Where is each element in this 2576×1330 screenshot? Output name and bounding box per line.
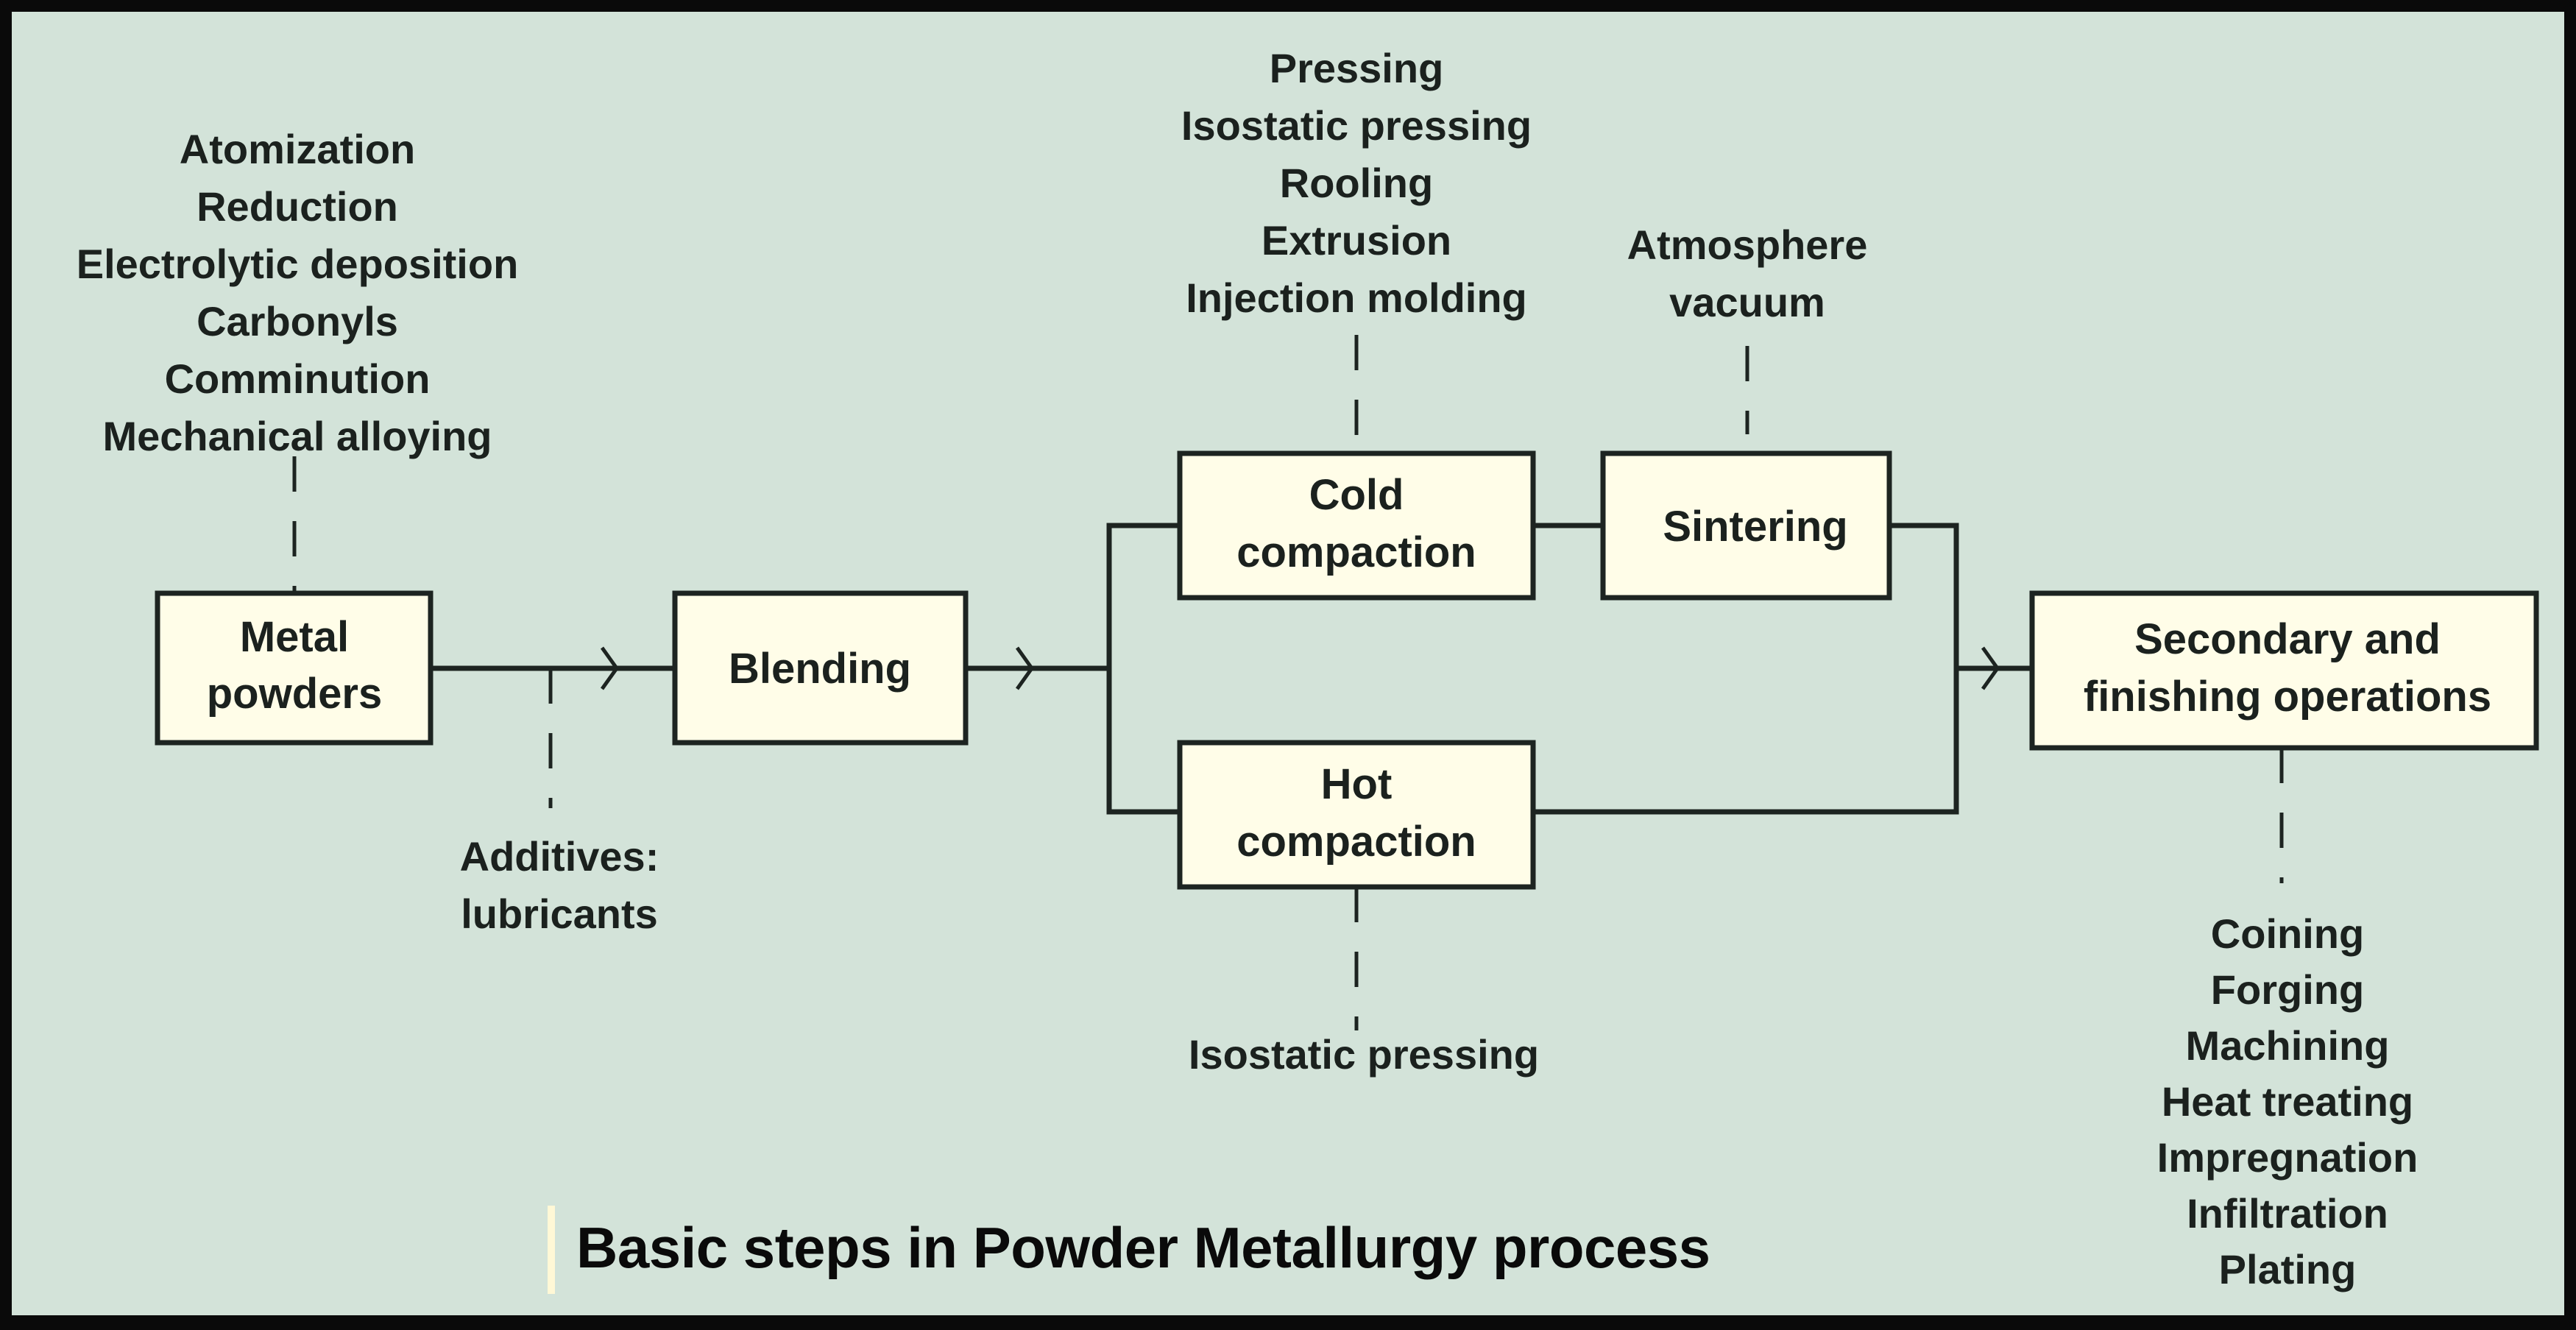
annotation-leaders — [292, 335, 2284, 1030]
title-accent-bar — [548, 1206, 555, 1294]
annotation-line: Forging — [2211, 966, 2364, 1013]
chevron-right-icon — [1981, 646, 2000, 690]
node-secondary-finishing: Secondary and finishing operations — [2029, 590, 2539, 751]
node-label: Metal — [240, 613, 349, 661]
annotation-line: Reduction — [197, 183, 398, 230]
node-label: Cold — [1309, 471, 1404, 519]
annotation-line: Isostatic pressing — [1189, 1031, 1539, 1078]
node-label: compaction — [1236, 528, 1476, 576]
node-hot-compaction: Hot compaction — [1177, 740, 1536, 890]
node-label: Secondary and — [2134, 615, 2441, 663]
chevron-right-icon — [600, 646, 620, 690]
annotation-line: Plating — [2219, 1246, 2357, 1292]
diagram-title: Basic steps in Powder Metallurgy process — [576, 1215, 1710, 1280]
annotation-line: Injection molding — [1186, 275, 1527, 321]
annotation-powder-production: Atomization Reduction Electrolytic depos… — [77, 126, 519, 459]
annotation-line: Rooling — [1280, 160, 1433, 206]
node-label: Hot — [1321, 760, 1393, 808]
annotation-line: Infiltration — [2187, 1190, 2388, 1237]
annotation-line: Electrolytic deposition — [77, 241, 519, 287]
node-sintering: Sintering — [1600, 450, 1892, 601]
annotation-line: Impregnation — [2157, 1134, 2418, 1181]
annotation-line: Machining — [2186, 1022, 2390, 1069]
node-blending: Blending — [672, 590, 969, 746]
annotation-line: lubricants — [461, 891, 658, 937]
node-label: powders — [207, 670, 383, 718]
annotation-line: Carbonyls — [197, 298, 398, 344]
annotation-line: Atomization — [180, 126, 415, 172]
annotation-line: Additives: — [460, 833, 659, 880]
annotation-line: Mechanical alloying — [102, 413, 492, 459]
arrowheads — [600, 646, 2000, 690]
node-cold-compaction: Cold compaction — [1177, 450, 1536, 601]
connectors — [428, 523, 2035, 815]
node-label: compaction — [1236, 818, 1476, 866]
node-label: finishing operations — [2084, 673, 2491, 721]
edge-split-branches — [1106, 523, 1183, 815]
annotation-line: Atmosphere — [1627, 222, 1868, 268]
annotation-line: Coining — [2211, 910, 2364, 957]
annotation-line: Comminution — [165, 356, 431, 402]
chevron-right-icon — [1015, 646, 1035, 690]
annotation-finishing-ops: Coining Forging Machining Heat treating … — [2157, 910, 2418, 1292]
annotation-additives: Additives: lubricants — [460, 833, 659, 937]
annotation-line: Isostatic pressing — [1181, 102, 1532, 149]
annotation-hot-methods: Isostatic pressing — [1189, 1031, 1539, 1078]
node-metal-powders: Metal powders — [155, 590, 434, 746]
node-label: Blending — [729, 645, 911, 693]
annotation-line: Extrusion — [1262, 217, 1451, 263]
annotation-sintering-conditions: Atmosphere vacuum — [1627, 222, 1868, 325]
annotation-line: Heat treating — [2162, 1078, 2413, 1125]
annotation-line: vacuum — [1669, 279, 1825, 325]
node-label: Sintering — [1663, 503, 1847, 551]
annotation-cold-methods: Pressing Isostatic pressing Rooling Extr… — [1181, 45, 1532, 321]
annotation-line: Pressing — [1270, 45, 1444, 91]
